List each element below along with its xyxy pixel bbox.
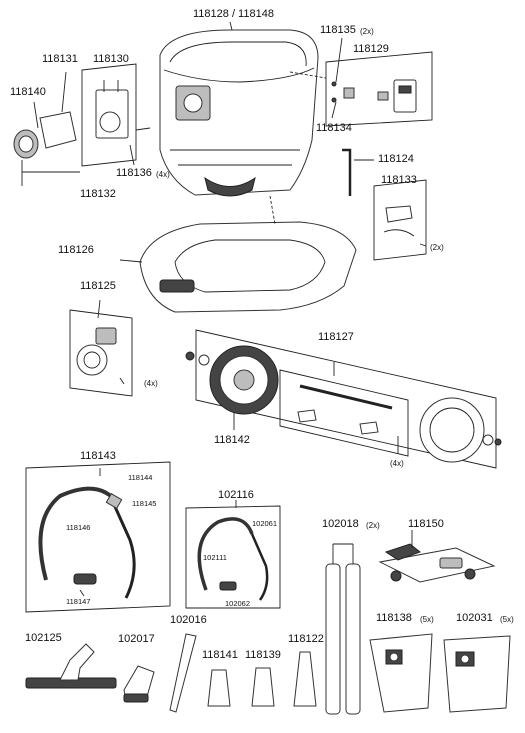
label-102061: 102061	[252, 519, 278, 528]
label-118127-qty: (4x)	[390, 459, 404, 468]
label-118142: 118142	[214, 434, 250, 446]
wheel-set	[185, 329, 502, 469]
hex-key	[342, 148, 352, 196]
label-102016: 102016	[170, 614, 207, 626]
label-118140: 118140	[10, 86, 46, 98]
label-118124: 118124	[378, 153, 414, 165]
base-chassis	[139, 195, 357, 313]
label-118122: 118122	[288, 633, 324, 645]
label-118131: 118131	[42, 53, 78, 65]
label-118134: 118134	[316, 122, 352, 134]
label-118133: 118133	[381, 174, 417, 186]
label-102018-qty: (2x)	[366, 521, 380, 530]
label-118135-qty: (2x)	[360, 27, 374, 36]
adapter-118139	[251, 667, 275, 707]
label-102125: 102125	[25, 632, 62, 644]
label-118147: 118147	[66, 597, 91, 606]
label-118128: 118128 / 118148	[193, 8, 274, 20]
label-118138-qty: (5x)	[420, 615, 434, 624]
label-118150: 118150	[408, 518, 444, 530]
label-102018: 102018	[322, 518, 359, 530]
label-118144: 118144	[128, 473, 153, 482]
crevice-tool	[169, 633, 197, 713]
label-118136: 118136	[116, 167, 152, 179]
label-118129: 118129	[353, 43, 389, 55]
label-102116: 102116	[218, 489, 254, 501]
label-118146: 118146	[66, 523, 91, 532]
dust-bags	[369, 633, 511, 713]
float-assembly	[13, 71, 80, 186]
label-118145: 118145	[132, 499, 157, 508]
label-118125-qty: (4x)	[144, 379, 158, 388]
latch-panel	[373, 179, 427, 261]
filter-cage-panel	[81, 63, 151, 167]
switch-panel	[289, 37, 433, 127]
label-102031: 102031	[456, 612, 493, 624]
label-102062: 102062	[225, 599, 251, 608]
castor-panel	[69, 309, 133, 397]
label-118132: 118132	[80, 188, 116, 200]
adapter-118122	[293, 651, 317, 707]
hose-set-panel-2	[185, 505, 281, 609]
hose-set-panel	[25, 461, 171, 613]
label-118138: 118138	[376, 612, 412, 624]
tank-body	[159, 21, 319, 197]
label-102017: 102017	[118, 633, 155, 645]
label-118130: 118130	[93, 53, 129, 65]
label-102031-qty: (5x)	[500, 615, 514, 624]
adapter-118141	[207, 669, 231, 707]
label-118139: 118139	[245, 649, 281, 661]
label-118143: 118143	[80, 450, 116, 462]
label-118133-qty: (2x)	[430, 243, 444, 252]
trolley	[378, 543, 496, 583]
label-118127: 118127	[318, 331, 354, 343]
label-118126: 118126	[58, 244, 94, 256]
floor-tool	[25, 643, 117, 689]
label-118136-qty: (4x)	[156, 170, 170, 179]
label-118135: 118135	[320, 24, 356, 36]
label-118125: 118125	[80, 280, 116, 292]
extension-tubes	[325, 543, 361, 715]
label-118141: 118141	[202, 649, 238, 661]
label-102111: 102111	[203, 553, 227, 562]
